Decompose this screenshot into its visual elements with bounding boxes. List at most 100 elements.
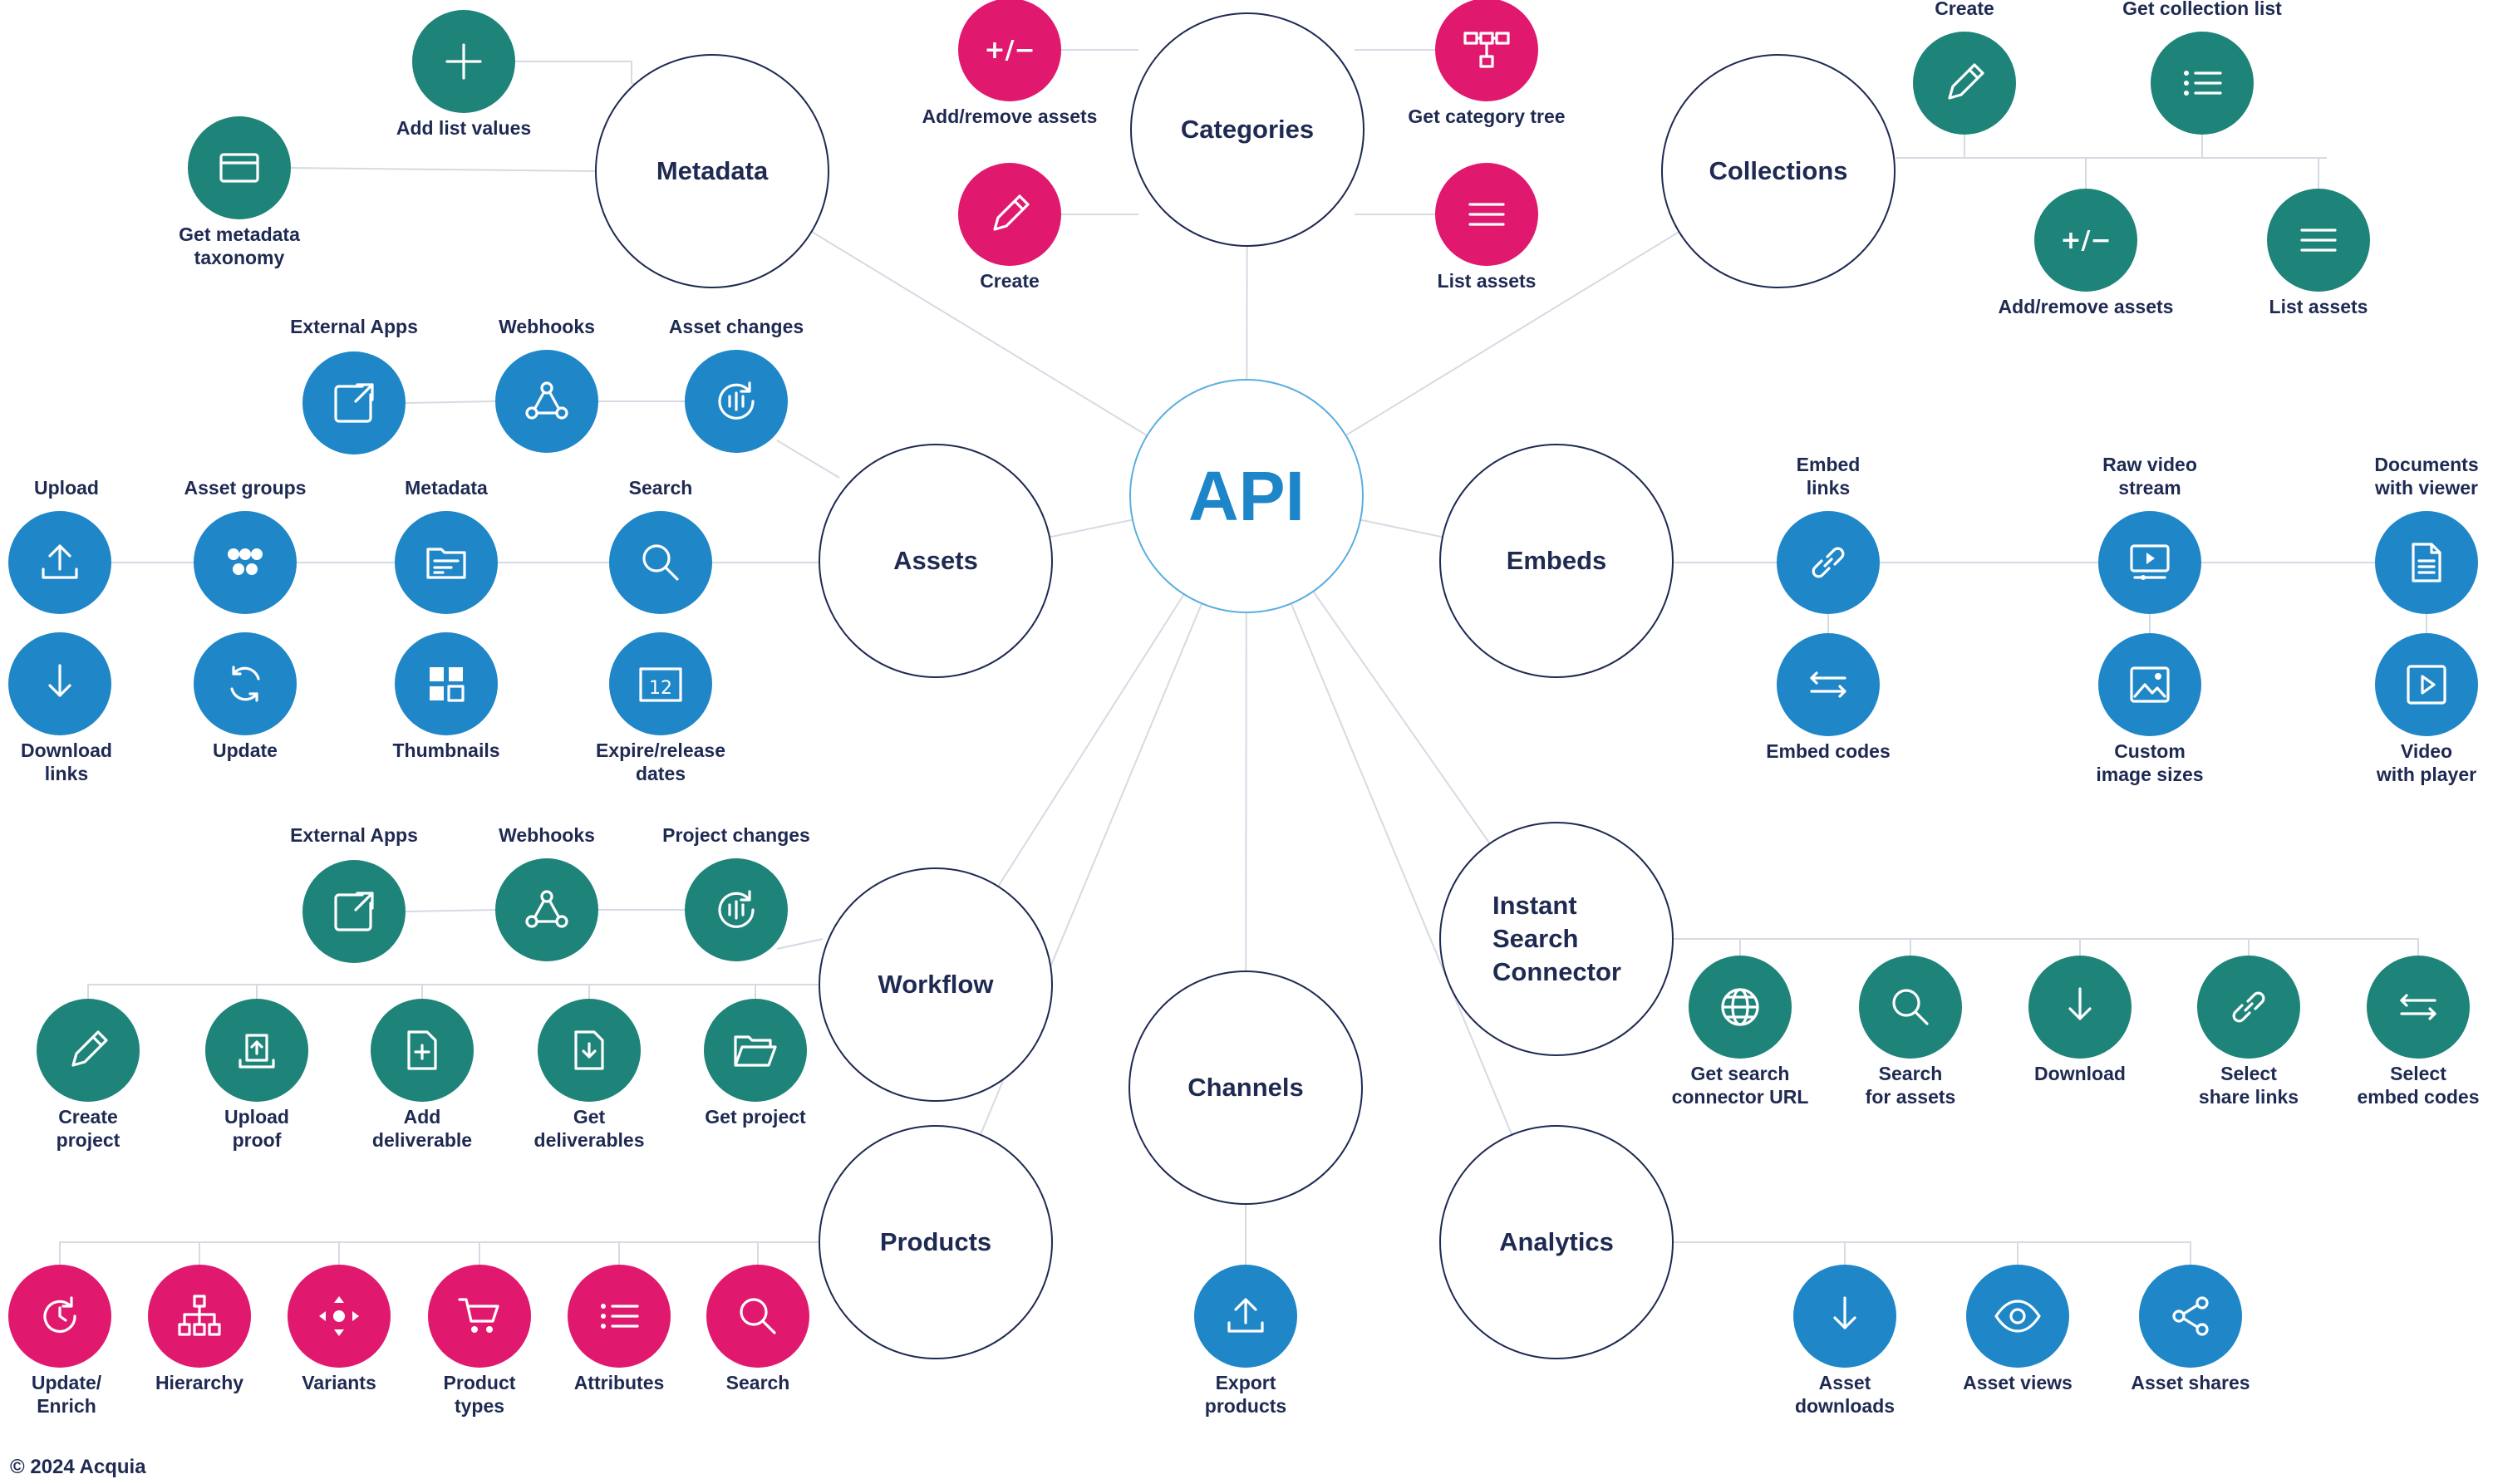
download-icon (33, 657, 86, 710)
calendar-icon: 12 (634, 657, 687, 710)
lines-icon (2292, 214, 2345, 267)
copyright-footer: © 2024 Acquia (10, 1456, 146, 1478)
node-label: Asset groups (184, 477, 307, 499)
node-cat-tree (1435, 0, 1538, 101)
hub-analytics: Analytics (1439, 1125, 1674, 1359)
plus-minus-icon: +/− (983, 23, 1036, 76)
grid-icon (420, 657, 473, 710)
search-icon (731, 1290, 784, 1343)
node-as-metadata (395, 511, 498, 614)
webhook-icon (520, 883, 573, 936)
node-isc-search (1859, 956, 1962, 1059)
node-col-add-remove: +/− (2034, 189, 2137, 292)
node-label: Add/remove assets (922, 106, 1098, 127)
external-app-icon (327, 376, 381, 430)
plus-minus-icon: +/− (2059, 214, 2112, 267)
variants-icon (312, 1290, 366, 1343)
node-label: Upload (34, 477, 99, 499)
download-icon (2053, 980, 2107, 1034)
node-isc-download (2028, 956, 2132, 1059)
hub-label: Collections (1709, 156, 1848, 185)
node-label: List assets (2269, 296, 2368, 317)
node-label: Update (213, 740, 278, 761)
eye-icon (1991, 1290, 2044, 1343)
hub-label: Instant Search Connector (1492, 891, 1621, 986)
node-label: Asset shares (2131, 1372, 2250, 1393)
node-wf-add-deliverable (371, 999, 474, 1102)
upload-icon (1219, 1290, 1272, 1343)
node-get-metadata-taxonomy (188, 116, 291, 219)
node-an-downloads (1793, 1265, 1896, 1368)
hub-metadata: Metadata (595, 54, 829, 288)
changes-icon (710, 375, 763, 428)
embed-code-icon (2392, 980, 2445, 1034)
connector-line (405, 909, 496, 912)
node-wf-changes (685, 858, 788, 961)
upload-icon (33, 536, 86, 589)
svg-text:12: 12 (649, 678, 672, 699)
node-label: Thumbnails (392, 740, 500, 761)
node-label: Asset views (1963, 1372, 2073, 1393)
node-wf-webhooks (495, 858, 598, 961)
hub-instant-search: Instant Search Connector (1439, 822, 1674, 1056)
node-label: Asset downloads (1794, 1372, 1896, 1417)
node-label: Get search connector URL (1671, 1063, 1809, 1108)
node-as-expire: 12 (609, 632, 712, 735)
node-add-list-values (412, 10, 515, 113)
connector-line (59, 1241, 819, 1265)
node-label: Variants (302, 1372, 376, 1393)
node-as-groups (194, 511, 297, 614)
node-label: Hierarchy (155, 1372, 244, 1393)
node-label: Product types (443, 1372, 516, 1417)
node-label: Download links (21, 740, 112, 784)
node-as-webhooks (495, 350, 598, 453)
node-label: External Apps (290, 316, 418, 337)
connector-line (776, 440, 840, 479)
image-icon (2123, 658, 2176, 711)
hub-workflow: Workflow (819, 867, 1053, 1102)
folder-form-icon (420, 536, 473, 589)
node-label: Video with player (2376, 740, 2477, 785)
play-icon (2400, 658, 2453, 711)
node-label: Select share links (2198, 1063, 2299, 1108)
node-label: Get deliverables (534, 1106, 645, 1151)
share-icon (2164, 1290, 2217, 1343)
hub-assets: Assets (819, 444, 1053, 678)
node-label: Create (1935, 0, 1994, 19)
node-label: Raw video stream (2102, 454, 2197, 499)
svg-text:+/−: +/− (2060, 226, 2111, 255)
node-label: Upload proof (224, 1106, 289, 1151)
external-app-icon (327, 885, 381, 938)
hub-channels: Channels (1128, 970, 1363, 1205)
connector-line (405, 400, 496, 404)
hub-label: Analytics (1499, 1227, 1614, 1256)
clock-refresh-icon (33, 1290, 86, 1343)
lines-icon (1460, 188, 1513, 241)
pencil-icon (983, 188, 1036, 241)
node-wf-create-project (37, 999, 140, 1102)
api-center-node: API (1129, 379, 1364, 613)
node-isc-url (1689, 956, 1792, 1059)
hub-label: Embeds (1506, 546, 1607, 575)
node-label: Get category tree (1408, 106, 1566, 127)
node-label: Expire/release dates (595, 740, 725, 784)
node-label: Embed links (1796, 454, 1861, 499)
connector-line (935, 495, 1247, 1243)
pencil-icon (1938, 57, 1991, 110)
node-label: Get collection list (2122, 0, 2282, 19)
connector-line (87, 984, 819, 999)
node-cat-create (958, 163, 1061, 266)
node-label: Update/ Enrich (31, 1372, 102, 1417)
node-label: Search for assets (1865, 1063, 1956, 1108)
hub-label: Workflow (878, 970, 994, 999)
node-label: Export products (1204, 1372, 1287, 1417)
webhook-icon (520, 375, 573, 428)
node-label: External Apps (290, 824, 418, 846)
node-label: Search (628, 477, 693, 499)
node-wf-get-deliverables (538, 999, 641, 1102)
node-pr-variants (288, 1265, 391, 1368)
hub-embeds: Embeds (1439, 444, 1674, 678)
node-em-custom-sizes (2098, 633, 2201, 736)
node-label: Add deliverable (371, 1106, 473, 1151)
